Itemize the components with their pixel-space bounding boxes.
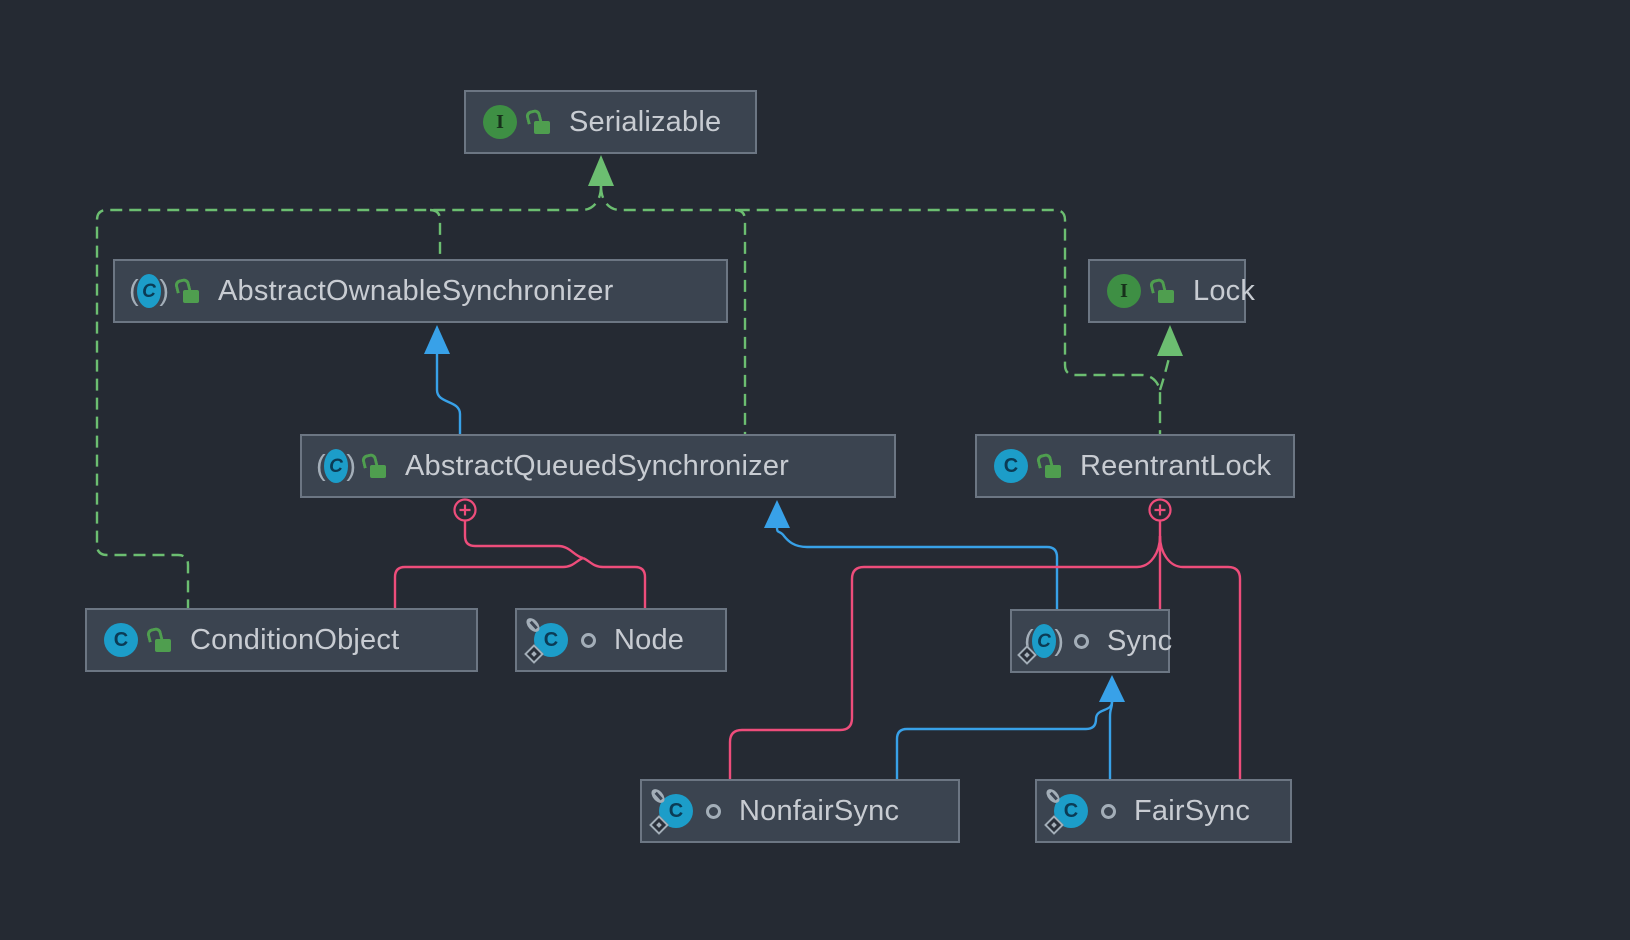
edge-reentrantlock-owns-fairsync[interactable] xyxy=(1158,535,1242,779)
realization-arrowhead-lock[interactable] xyxy=(1157,325,1183,356)
edge-aqs-extends-aos[interactable] xyxy=(424,325,462,434)
node-reentrant-lock[interactable]: C ReentrantLock xyxy=(975,434,1295,498)
static-final-class-icon: C xyxy=(648,786,694,835)
edge-reentrantlock-inner-classes[interactable] xyxy=(728,498,1242,780)
node-sync[interactable]: C Sync xyxy=(1010,609,1173,673)
package-private-visibility-icon xyxy=(581,632,596,648)
static-final-class-icon: C xyxy=(1043,786,1089,835)
node-label: Serializable xyxy=(569,105,722,138)
node-node[interactable]: C Node xyxy=(515,608,727,672)
package-private-visibility-icon xyxy=(706,803,721,819)
edge-aqs-owns-conditionobject[interactable] xyxy=(393,556,584,608)
node-label: ConditionObject xyxy=(190,623,400,656)
public-visibility-lock-icon xyxy=(175,280,200,303)
edge-aqs-inner-classes[interactable] xyxy=(393,498,647,609)
edge-fairsync-sync-line[interactable] xyxy=(1108,701,1114,779)
edge-reentrantlock-implements-lock[interactable] xyxy=(1157,325,1183,391)
static-final-class-icon: C xyxy=(523,615,569,664)
node-condition-object[interactable]: C ConditionObject xyxy=(85,608,478,672)
package-private-visibility-icon xyxy=(1074,633,1089,649)
node-label: Sync xyxy=(1107,624,1173,657)
node-label: Lock xyxy=(1193,274,1256,307)
edge-sync-extends-aqs[interactable] xyxy=(764,500,1059,609)
realization-arrowhead-serializable[interactable] xyxy=(588,155,614,186)
node-label: AbstractQueuedSynchronizer xyxy=(405,449,790,482)
node-abstract-ownable-synchronizer[interactable]: C AbstractOwnableSynchronizer xyxy=(113,259,728,323)
class-icon: C xyxy=(103,622,139,658)
abstract-static-class-icon: C xyxy=(1017,623,1064,665)
abstract-class-icon: C xyxy=(316,448,356,484)
plus-glyph xyxy=(1154,504,1166,516)
edge-implements-serializable[interactable] xyxy=(95,155,1162,608)
node-label: ReentrantLock xyxy=(1080,449,1272,482)
edge-conditionobject-implements-serializable[interactable] xyxy=(95,185,603,608)
inheritance-arrowhead-aos[interactable] xyxy=(424,325,450,354)
node-fair-sync[interactable]: C FairSync xyxy=(1035,779,1292,843)
node-serializable[interactable]: I Serializable xyxy=(464,90,757,154)
node-nonfair-sync[interactable]: C NonfairSync xyxy=(640,779,960,843)
edge-fairsync-extends-sync[interactable] xyxy=(1099,675,1125,779)
package-private-visibility-icon xyxy=(1101,803,1116,819)
edge-lock-stem[interactable] xyxy=(1158,355,1172,391)
node-abstract-queued-synchronizer[interactable]: C AbstractQueuedSynchronizer xyxy=(300,434,896,498)
node-label: NonfairSync xyxy=(739,794,900,827)
inheritance-arrowhead-sync[interactable] xyxy=(1099,675,1125,702)
edge-aqs-inner-trunk[interactable] xyxy=(463,520,584,560)
public-visibility-lock-icon xyxy=(362,455,387,478)
public-visibility-lock-icon xyxy=(147,629,172,652)
edge-reentrantlock-owns-nonfairsync[interactable] xyxy=(728,535,1162,779)
edge-aqs-implements-serializable[interactable] xyxy=(734,208,747,434)
node-lock[interactable]: I Lock xyxy=(1088,259,1255,323)
inheritance-arrowhead-aqs[interactable] xyxy=(764,500,790,528)
interface-icon: I xyxy=(1106,273,1142,309)
plus-glyph xyxy=(459,504,471,516)
edge-aqs-owns-node[interactable] xyxy=(582,556,647,608)
edge-nonfairsync-extends-sync[interactable] xyxy=(895,701,1114,779)
edge-sync-aqs-line[interactable] xyxy=(775,527,1059,609)
edge-reentrantlock-implements-serializable[interactable] xyxy=(599,185,1162,434)
edge-aos-implements-serializable[interactable] xyxy=(429,208,442,259)
public-visibility-lock-icon xyxy=(1037,455,1062,478)
public-visibility-lock-icon xyxy=(526,111,551,134)
abstract-class-icon: C xyxy=(129,273,169,309)
node-label: FairSync xyxy=(1134,794,1251,827)
public-visibility-lock-icon xyxy=(1150,280,1175,303)
node-label: Node xyxy=(614,623,685,656)
edge-aqs-aos-line[interactable] xyxy=(435,354,462,434)
edge-nonfairsync-sync-line[interactable] xyxy=(895,701,1114,779)
interface-icon: I xyxy=(482,104,518,140)
node-label: AbstractOwnableSynchronizer xyxy=(218,274,614,307)
class-icon: C xyxy=(993,448,1029,484)
